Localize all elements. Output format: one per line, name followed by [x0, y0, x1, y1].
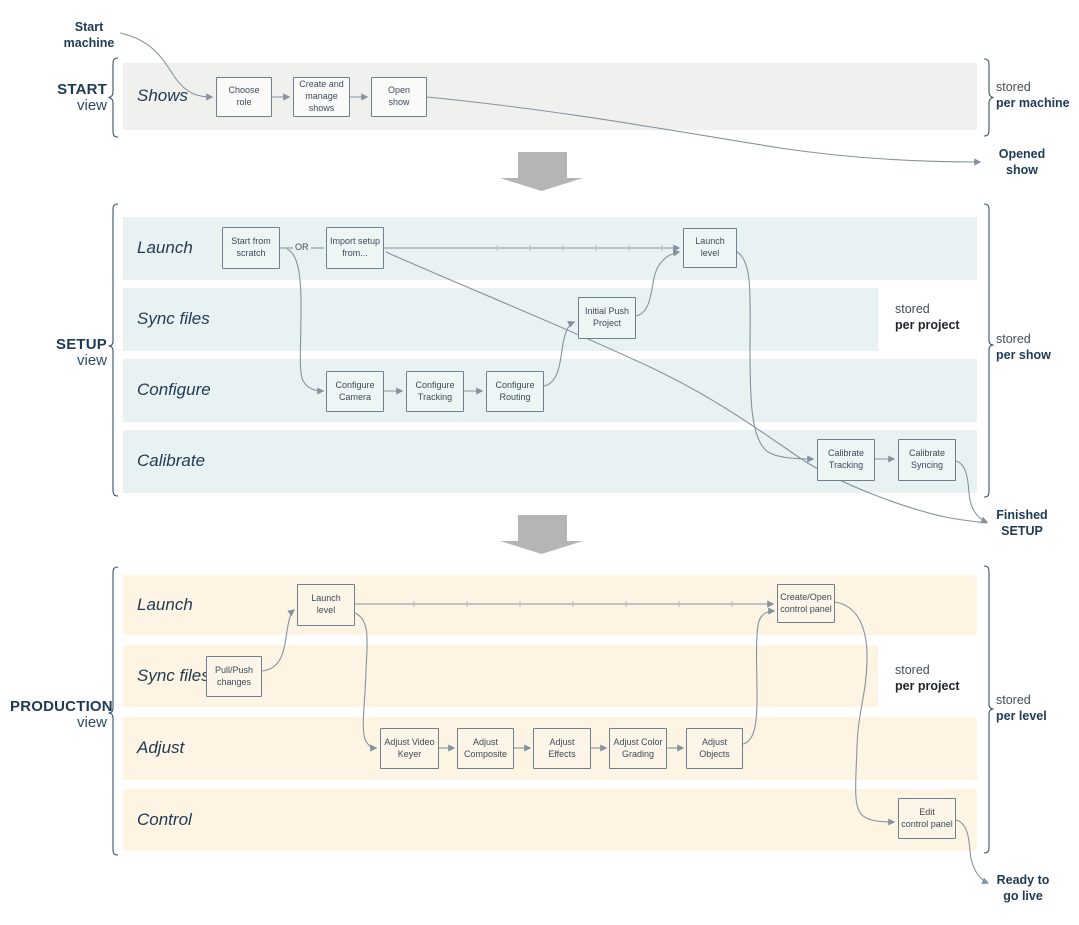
- annotation-ready-to-go-live: Ready to go live: [996, 873, 1050, 903]
- setup-view-title: SETUP: [55, 336, 107, 353]
- stored-per-machine: stored per machine: [996, 79, 1070, 111]
- production-view-brace: [108, 566, 119, 856]
- divider-arrow-1: [500, 152, 583, 191]
- node-start-from-scratch: Start from scratch: [222, 227, 280, 269]
- wire-create-open-to-edit-panel: [834, 601, 896, 826]
- wire-initial-push-to-launch-level: [635, 249, 681, 317]
- node-edit-control-panel: Edit control panel: [898, 798, 956, 839]
- setup-view-brace: [108, 203, 119, 497]
- stored-per-level: stored per level: [996, 692, 1047, 724]
- view-braces: [108, 57, 994, 856]
- node-prod-launch-level: Launch level: [297, 584, 355, 626]
- stored-scope: per show: [996, 348, 1051, 362]
- wire-edit-panel-to-ready: [955, 819, 990, 885]
- node-adjust-objects: Adjust Objects: [686, 728, 743, 769]
- node-pull-push-changes: Pull/Push changes: [206, 656, 262, 697]
- or-connector-label: OR: [295, 242, 309, 252]
- node-initial-push-project: Initial Push Project: [578, 297, 636, 339]
- node-configure-tracking: Configure Tracking: [406, 371, 464, 412]
- setup-stored-brace: [983, 203, 994, 498]
- row-label-setup-launch: Launch: [137, 238, 193, 257]
- wire-routing-to-initial-push: [543, 321, 576, 387]
- start-view-subtitle: view: [76, 97, 107, 114]
- node-adjust-color-grading: Adjust Color Grading: [609, 728, 667, 769]
- node-adjust-video-keyer: Adjust Video Keyer: [380, 728, 439, 769]
- annotation-finished-setup: Finished SETUP: [996, 508, 1048, 538]
- row-label-shows: Shows: [137, 86, 189, 105]
- wire-import-to-finished-setup: [385, 251, 988, 524]
- production-stored-brace: [983, 565, 994, 854]
- node-configure-routing: Configure Routing: [486, 371, 544, 412]
- wire-pullpush-to-launch-level: [261, 609, 296, 672]
- node-import-setup: Import setup from...: [326, 227, 384, 269]
- start-stored-brace: [983, 58, 994, 137]
- row-label-setup-calibrate: Calibrate: [137, 451, 206, 470]
- stored-scope: per level: [996, 709, 1047, 723]
- node-adjust-composite: Adjust Composite: [457, 728, 514, 769]
- production-view-subtitle: view: [76, 714, 107, 731]
- start-view-title: START: [57, 81, 107, 98]
- section-divider-arrows: [500, 152, 583, 554]
- node-calibrate-tracking: Calibrate Tracking: [817, 439, 875, 481]
- node-open-show: Open show: [371, 77, 427, 117]
- stored-word: stored: [996, 332, 1031, 346]
- stored-per-project-setup: stored per project: [895, 301, 960, 333]
- wire-launch-level-to-calibrate-tracking: [736, 251, 815, 463]
- row-label-setup-sync: Sync files: [137, 309, 210, 328]
- start-view-brace: [108, 57, 119, 138]
- wire-segment-ticks: [413, 245, 733, 607]
- stored-scope: per machine: [996, 96, 1070, 110]
- node-adjust-effects: Adjust Effects: [533, 728, 591, 769]
- stored-scope: per project: [895, 318, 960, 332]
- wire-open-show-to-opened-show: [426, 96, 982, 166]
- node-create-manage-shows: Create and manage shows: [293, 77, 350, 117]
- stored-word: stored: [895, 663, 930, 677]
- setup-row-sync-files: [123, 288, 878, 351]
- divider-arrow-2: [500, 515, 583, 554]
- stored-word: stored: [895, 302, 930, 316]
- node-configure-camera: Configure Camera: [326, 371, 384, 412]
- annotation-opened-show: Opened show: [998, 147, 1046, 177]
- row-label-prod-launch: Launch: [137, 595, 193, 614]
- stored-per-show: stored per show: [996, 331, 1051, 363]
- wire-launch-level-to-adjust-video: [354, 612, 378, 752]
- flow-connectors: [119, 32, 990, 885]
- stored-scope: per project: [895, 679, 960, 693]
- wire-start-machine-to-choose-role: [119, 32, 214, 101]
- setup-view-subtitle: view: [76, 352, 107, 369]
- node-calibrate-syncing: Calibrate Syncing: [898, 439, 956, 481]
- row-label-setup-configure: Configure: [137, 380, 211, 399]
- wire-branch-to-configure-camera: [286, 248, 325, 395]
- node-choose-role: Choose role: [216, 77, 272, 117]
- production-row-control: [123, 789, 977, 851]
- stored-word: stored: [996, 80, 1031, 94]
- wire-objects-to-create-open: [742, 607, 776, 745]
- setup-row-configure: [123, 359, 977, 422]
- stored-per-project-production: stored per project: [895, 662, 960, 694]
- node-setup-launch-level: Launch level: [683, 228, 737, 268]
- node-create-open-control-panel: Create/Open control panel: [777, 584, 835, 623]
- row-label-prod-adjust: Adjust: [137, 738, 185, 757]
- wire-syncing-to-finished-setup: [955, 460, 989, 524]
- row-label-prod-sync: Sync files: [137, 666, 210, 685]
- production-view-title: PRODUCTION: [10, 698, 113, 715]
- row-label-prod-control: Control: [137, 810, 192, 829]
- stored-word: stored: [996, 693, 1031, 707]
- annotation-start-machine: Start machine: [63, 20, 115, 50]
